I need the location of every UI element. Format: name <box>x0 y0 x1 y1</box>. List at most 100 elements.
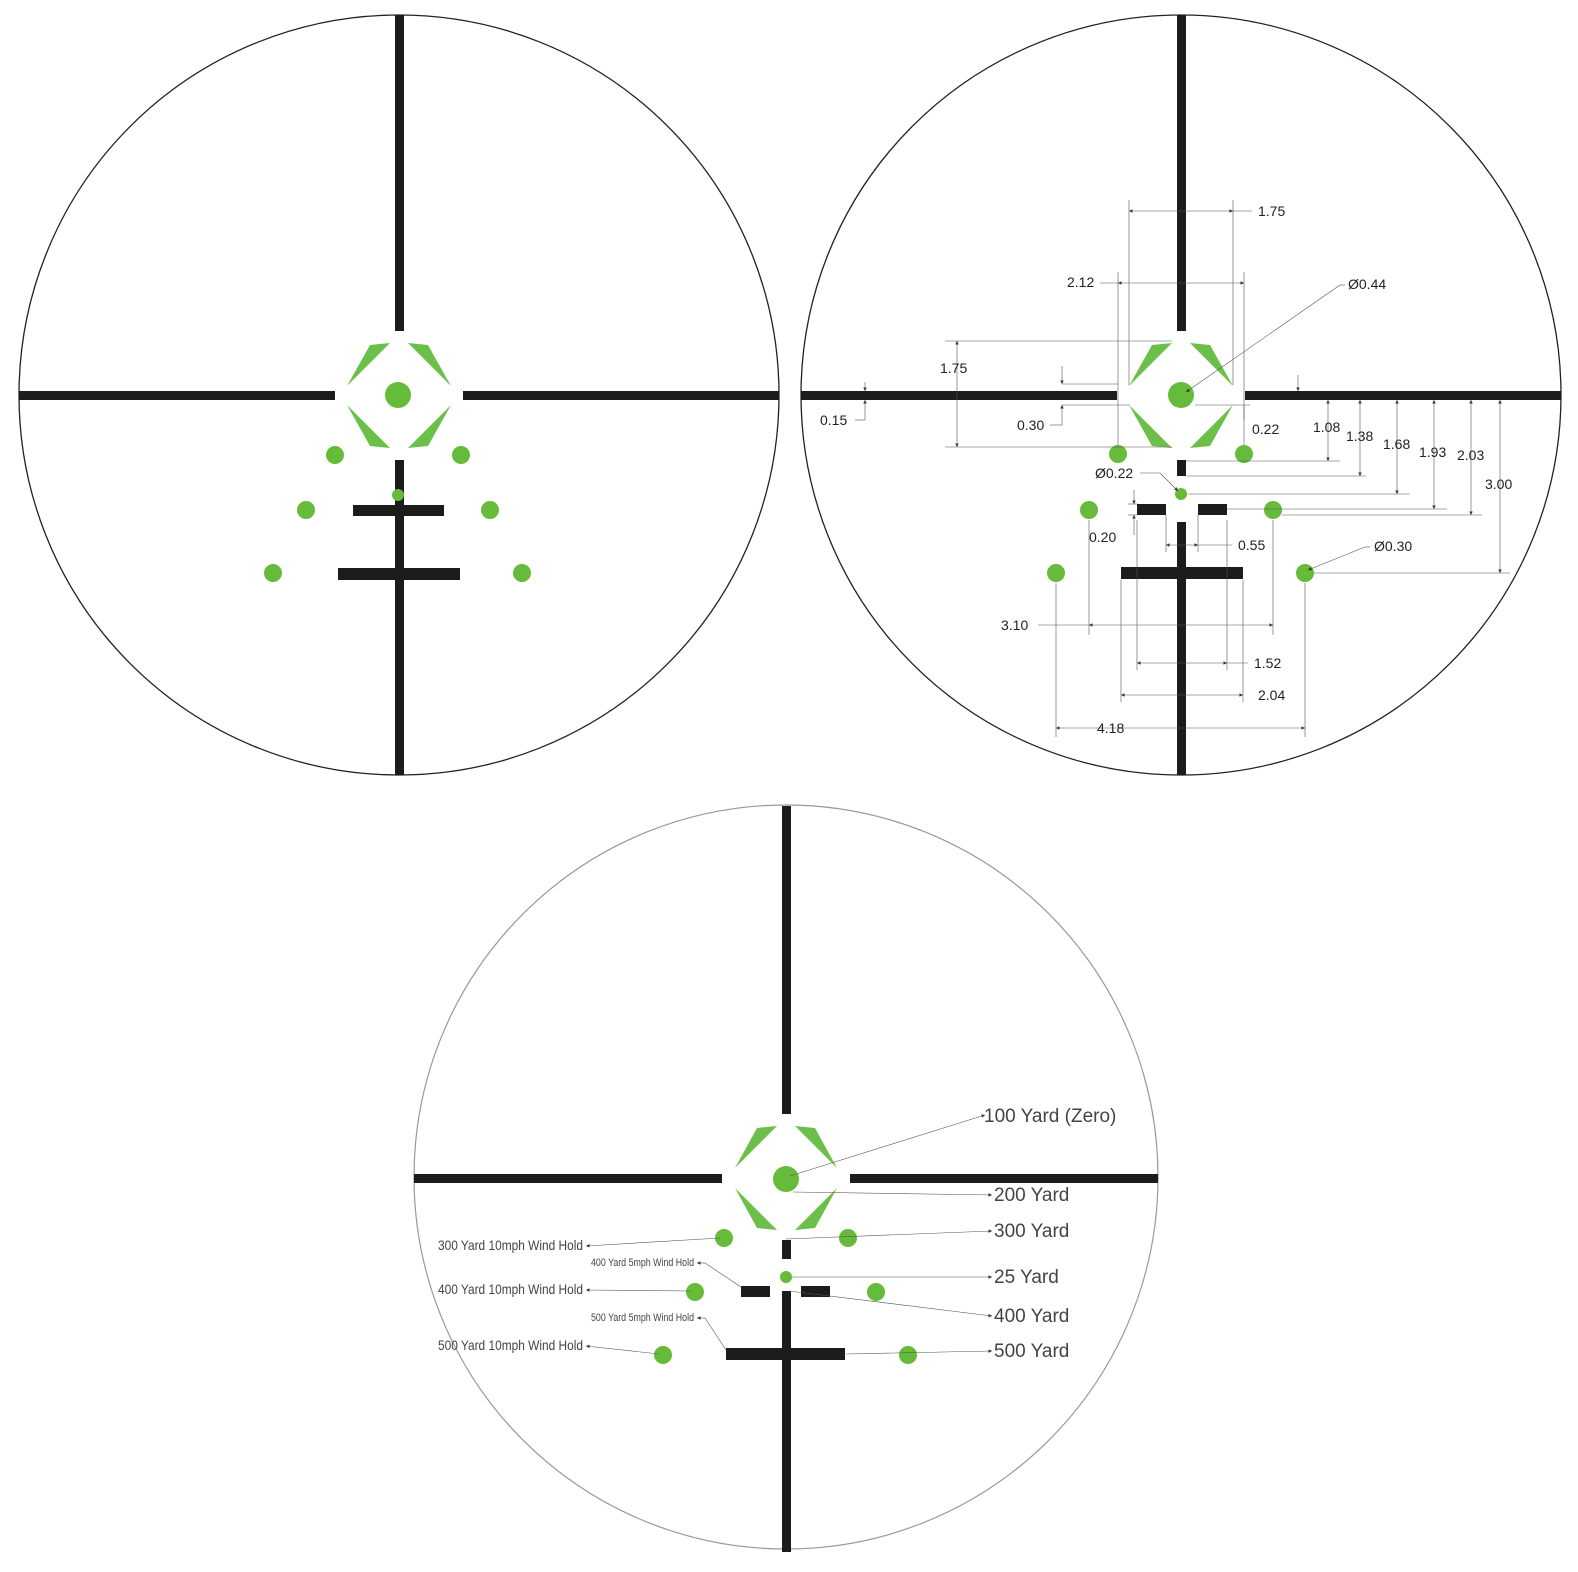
dot <box>297 501 315 519</box>
reticle-dimensioned: 1.75 2.12 Ø0.44 1.75 0.15 0.30 0.22 1.08… <box>800 14 1562 776</box>
dot <box>1296 564 1314 582</box>
dim-chevron-height: 1.75 <box>940 360 967 376</box>
dim-gap-right: 0.22 <box>1252 421 1279 437</box>
dim-bar-thickness: 0.20 <box>1089 529 1116 545</box>
crosshair-bottom-post-upper <box>782 1240 791 1259</box>
dim-bar-gap: 0.55 <box>1238 537 1265 553</box>
crosshair-bottom-post <box>395 460 404 775</box>
hold-bar-left-seg <box>1137 504 1166 515</box>
dot <box>1047 564 1065 582</box>
hold-bar-long <box>338 568 460 580</box>
chevron-top-right <box>408 343 451 386</box>
chevron-top-left <box>347 343 390 386</box>
dot <box>264 564 282 582</box>
dot <box>839 1229 857 1247</box>
dim-drop-4: 1.93 <box>1419 444 1446 460</box>
hold-bar-long <box>1121 567 1243 579</box>
dim-chevron-width: 2.12 <box>1067 274 1094 290</box>
chevron-top-left <box>735 1126 777 1168</box>
crosshair-left-post <box>19 391 335 400</box>
center-dot <box>385 382 411 408</box>
label-25-yard: 25 Yard <box>994 1267 1059 1288</box>
dim-post-thickness: 0.15 <box>820 412 847 428</box>
dim-drop-2: 1.38 <box>1346 428 1373 444</box>
crosshair-left-post <box>414 1174 722 1183</box>
dot <box>686 1283 704 1301</box>
chevron-top-right <box>1190 343 1233 386</box>
chevrons <box>735 1126 837 1230</box>
label-300-yard-10mph-wind: 300 Yard 10mph Wind Hold <box>438 1237 583 1253</box>
label-400-yard: 400 Yard <box>994 1306 1069 1327</box>
dot <box>452 446 470 464</box>
leader-lines <box>585 1114 993 1355</box>
dim-center-dot-diameter: Ø0.44 <box>1348 276 1386 292</box>
crosshair-bottom-post <box>1177 460 1186 476</box>
dot <box>392 489 404 501</box>
crosshair-top-post <box>782 806 791 1114</box>
dim-gap-left: 0.30 <box>1017 417 1044 433</box>
dot <box>1109 445 1127 463</box>
hold-bar-left-seg <box>741 1286 770 1297</box>
dim-outer-dot-diameter: Ø0.30 <box>1374 538 1412 554</box>
chevron-top-right <box>795 1126 837 1168</box>
dim-drop-3: 1.68 <box>1383 436 1410 452</box>
dot <box>715 1229 733 1247</box>
dim-drop-5: 2.03 <box>1457 447 1484 463</box>
dot <box>513 564 531 582</box>
dot <box>1235 445 1253 463</box>
chevron-top-left <box>1129 343 1172 386</box>
dim-dot-spread-outer: 4.18 <box>1097 720 1124 736</box>
center-dot <box>773 1166 799 1192</box>
dimension-labels: 1.75 2.12 Ø0.44 1.75 0.15 0.30 0.22 1.08… <box>820 203 1512 736</box>
dim-drop-1: 1.08 <box>1313 419 1340 435</box>
dimension-lines <box>855 200 1510 737</box>
dot <box>867 1283 885 1301</box>
chevron-bottom-right <box>408 405 451 448</box>
label-500-yard-5mph-wind: 500 Yard 5mph Wind Hold <box>591 1312 694 1324</box>
crosshair-bottom-post-lower <box>782 1291 791 1552</box>
hold-bar-long <box>726 1348 845 1360</box>
dot <box>1080 501 1098 519</box>
center-dot <box>1168 382 1194 408</box>
reticle-range-labels: 100 Yard (Zero) 200 Yard 300 Yard 25 Yar… <box>413 804 1159 1552</box>
crosshair-right-post <box>850 1174 1158 1183</box>
crosshair-top-post <box>395 15 404 331</box>
reticle-plain <box>18 14 780 776</box>
dim-top-width: 1.75 <box>1258 203 1285 219</box>
crosshair-bottom-post-lower <box>1177 522 1186 775</box>
dot <box>1264 501 1282 519</box>
label-500-yard-10mph-wind: 500 Yard 10mph Wind Hold <box>438 1337 583 1353</box>
label-200-yard: 200 Yard <box>994 1185 1069 1206</box>
range-labels: 100 Yard (Zero) 200 Yard 300 Yard 25 Yar… <box>438 1106 1116 1362</box>
label-500-yard: 500 Yard <box>994 1341 1069 1362</box>
dim-drop-6: 3.00 <box>1485 476 1512 492</box>
dot <box>326 446 344 464</box>
dim-bar-width-long: 1.52 <box>1254 655 1281 671</box>
chevron-bottom-right <box>1190 405 1233 448</box>
chevron-bottom-right <box>795 1188 837 1230</box>
dot <box>780 1271 792 1283</box>
holdover-dots <box>264 382 531 582</box>
chevron-bottom-left <box>735 1188 777 1230</box>
hold-bar-right-seg <box>801 1286 830 1297</box>
dot <box>481 501 499 519</box>
chevron-bottom-left <box>1129 405 1172 448</box>
holdover-dots <box>654 1166 917 1364</box>
label-300-yard: 300 Yard <box>994 1221 1069 1242</box>
dot <box>654 1346 672 1364</box>
crosshair-top-post <box>1177 15 1186 331</box>
dot <box>899 1346 917 1364</box>
hold-bar-short <box>353 505 444 516</box>
chevrons <box>347 343 451 448</box>
crosshair-left-post <box>801 391 1117 400</box>
chevrons <box>1129 343 1233 448</box>
crosshair-right-post <box>1245 391 1561 400</box>
label-100-yard-zero: 100 Yard (Zero) <box>984 1106 1116 1127</box>
label-400-yard-10mph-wind: 400 Yard 10mph Wind Hold <box>438 1281 583 1297</box>
hold-bar-right-seg <box>1198 504 1227 515</box>
holdover-dots <box>1047 382 1314 582</box>
dim-bar-width-long-total: 2.04 <box>1258 687 1285 703</box>
crosshair-right-post <box>463 391 779 400</box>
label-400-yard-5mph-wind: 400 Yard 5mph Wind Hold <box>591 1257 694 1269</box>
